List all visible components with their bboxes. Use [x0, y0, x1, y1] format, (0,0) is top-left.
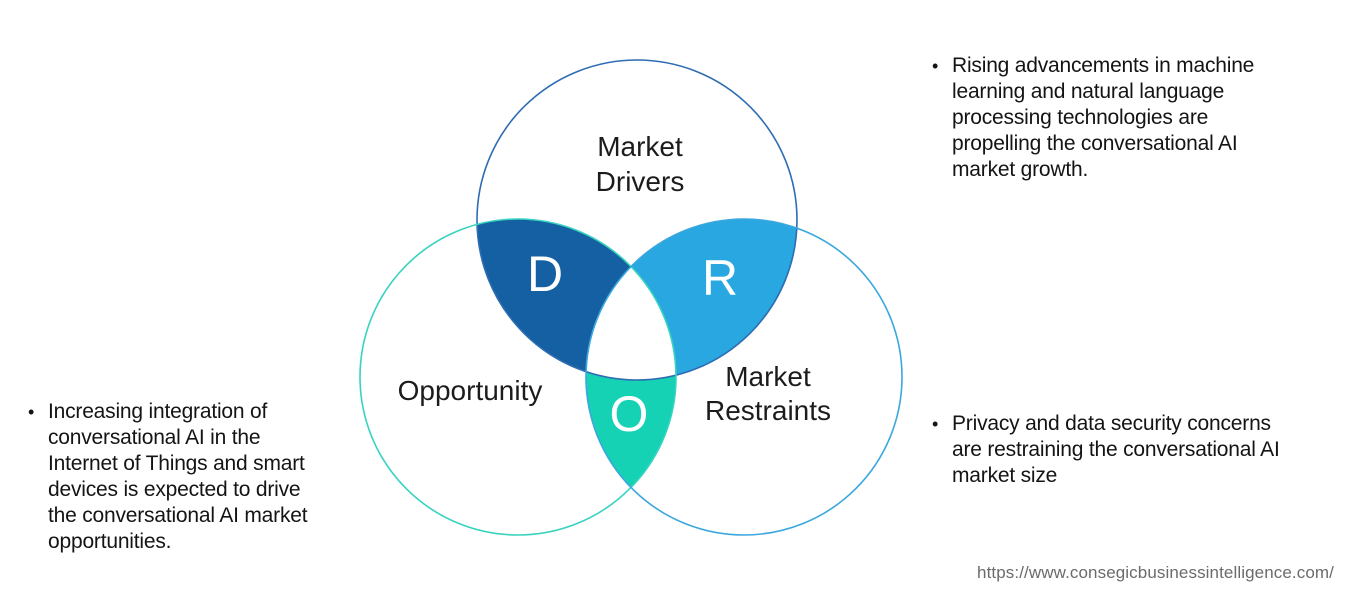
drivers-label-line1: Market: [597, 131, 683, 162]
restraints-label-line1: Market: [725, 361, 811, 392]
bullet-restraints-text: Privacy and data security concerns are r…: [952, 412, 1280, 487]
drivers-label-line2: Drivers: [596, 166, 685, 197]
bullet-drivers: • Rising advancements in machine learnin…: [932, 53, 1297, 183]
opportunity-label: Opportunity: [398, 375, 543, 406]
bullet-dot: •: [932, 56, 939, 76]
bullet-opportunity: • Increasing integration of conversation…: [28, 399, 328, 555]
source-url: https://www.consegicbusinessintelligence…: [977, 563, 1334, 582]
restraints-label-line2: Restraints: [705, 395, 831, 426]
bullet-restraints: • Privacy and data security concerns are…: [932, 411, 1292, 489]
bullet-drivers-text: Rising advancements in machine learning …: [952, 54, 1255, 181]
bullet-dot: •: [932, 414, 939, 434]
letter-d: D: [527, 246, 563, 302]
letter-o: O: [610, 386, 649, 442]
letter-r: R: [702, 250, 738, 306]
bullet-dot: •: [28, 402, 35, 422]
bullet-opportunity-text: Increasing integration of conversational…: [48, 400, 308, 553]
